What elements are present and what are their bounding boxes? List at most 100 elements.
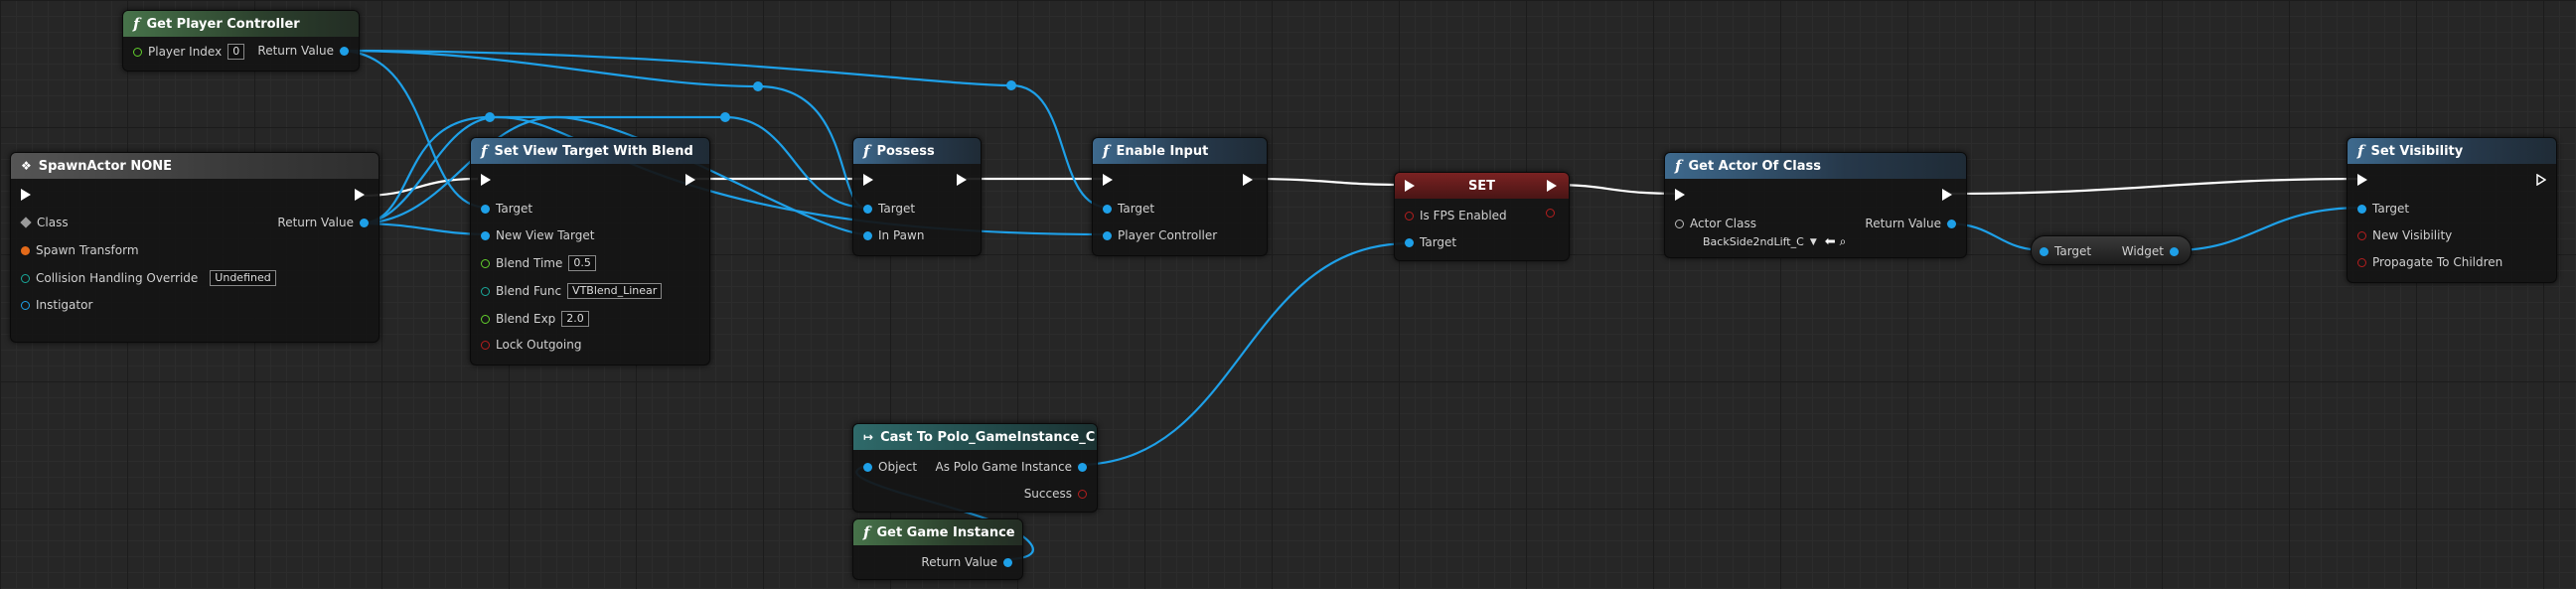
node-title: Get Player Controller: [146, 16, 300, 32]
target-pin[interactable]: Target: [481, 202, 538, 216]
actor-class-selector[interactable]: BackSide2ndLift_C ▼ ⬅⌕: [1703, 234, 1846, 249]
collision-handling-dropdown[interactable]: Undefined: [210, 270, 276, 286]
cast-to-game-instance-node[interactable]: ↦Cast To Polo_GameInstance_C Object As P…: [852, 423, 1098, 513]
spawn-transform-pin[interactable]: Spawn Transform: [21, 243, 145, 257]
enum-pin-icon: [481, 286, 490, 296]
node-header[interactable]: SET: [1395, 173, 1569, 199]
widget-pin[interactable]: Widget: [2116, 244, 2179, 258]
exec-in-pin[interactable]: [2357, 174, 2367, 186]
enum-pin-icon: [21, 273, 30, 283]
exec-out-pin[interactable]: [2536, 174, 2546, 186]
new-visibility-pin[interactable]: New Visibility: [2357, 228, 2458, 242]
blend-exp-input[interactable]: 2.0: [561, 311, 589, 327]
exec-in-pin[interactable]: [1405, 180, 1415, 192]
target-pin[interactable]: Target: [1405, 235, 1462, 249]
exec-wire: [1948, 177, 2362, 196]
reroute-knot: [1006, 80, 1016, 90]
cast-icon: ↦: [863, 430, 874, 444]
object-wire: [1076, 241, 1411, 467]
exec-out-pin[interactable]: [685, 174, 695, 186]
target-pin[interactable]: Target: [2357, 202, 2415, 216]
exec-wire: [1552, 183, 1680, 196]
widget-getter-node[interactable]: Target Widget: [2031, 235, 2192, 265]
node-title: SpawnActor NONE: [38, 158, 173, 174]
exec-pin-icon: [481, 174, 491, 186]
object-pin-icon: [1103, 204, 1112, 214]
node-header[interactable]: ❖SpawnActor NONE: [11, 153, 379, 179]
object-pin-icon: [2357, 204, 2366, 214]
node-title: Get Actor Of Class: [1688, 158, 1822, 174]
is-fps-enabled-pin[interactable]: Is FPS Enabled: [1405, 209, 1513, 222]
success-pin[interactable]: Success: [1018, 487, 1087, 501]
object-pin-icon: [2170, 246, 2179, 256]
as-game-instance-pin[interactable]: As Polo Game Instance: [930, 460, 1087, 474]
in-pawn-pin[interactable]: In Pawn: [863, 228, 930, 242]
actor-class-value: BackSide2ndLift_C: [1703, 235, 1804, 248]
return-value-pin[interactable]: Return Value: [271, 216, 369, 229]
new-view-target-pin[interactable]: New View Target: [481, 228, 600, 242]
exec-in-pin[interactable]: [21, 189, 31, 201]
exec-out-pin[interactable]: [1547, 180, 1557, 192]
target-pin[interactable]: Target: [2040, 244, 2097, 258]
exec-in-pin[interactable]: [1675, 189, 1685, 201]
exec-out-pin[interactable]: [355, 189, 365, 201]
return-value-pin[interactable]: Return Value: [1859, 217, 1956, 230]
blend-time-input[interactable]: 0.5: [568, 255, 596, 271]
return-value-pin[interactable]: Return Value: [251, 44, 349, 58]
target-pin[interactable]: Target: [1103, 202, 1160, 216]
actor-class-pin[interactable]: Actor Class: [1675, 217, 1762, 230]
exec-pin-icon: [1547, 180, 1557, 192]
target-pin[interactable]: Target: [863, 202, 921, 216]
exec-in-pin[interactable]: [1103, 174, 1113, 186]
bool-pin-icon: [2357, 257, 2366, 267]
player-index-input[interactable]: 0: [227, 44, 245, 60]
exec-out-pin[interactable]: [957, 174, 967, 186]
float-pin-icon: [481, 314, 490, 324]
exec-out-pin[interactable]: [1243, 174, 1253, 186]
propagate-to-children-pin[interactable]: Propagate To Children: [2357, 255, 2508, 269]
spawn-actor-node[interactable]: ❖SpawnActor NONE Class Return Value Spaw…: [10, 152, 379, 343]
player-controller-pin[interactable]: Player Controller: [1103, 228, 1223, 242]
is-fps-enabled-out-pin[interactable]: [1546, 209, 1555, 218]
object-pin[interactable]: Object: [863, 460, 923, 474]
chevron-down-icon[interactable]: ▼: [1809, 236, 1817, 247]
exec-pin-icon: [1405, 180, 1415, 192]
lock-outgoing-pin[interactable]: Lock Outgoing: [481, 338, 587, 352]
object-pin-icon: [1947, 219, 1956, 228]
exec-in-pin[interactable]: [863, 174, 873, 186]
return-value-pin[interactable]: Return Value: [915, 555, 1012, 569]
object-pin-icon: [1003, 557, 1012, 567]
exec-out-pin[interactable]: [1942, 189, 1952, 201]
set-variable-node[interactable]: SET Is FPS Enabled Target: [1394, 172, 1570, 261]
class-pin[interactable]: Class: [20, 216, 75, 229]
node-header[interactable]: ↦Cast To Polo_GameInstance_C: [853, 424, 1097, 450]
exec-in-pin[interactable]: [481, 174, 491, 186]
object-pin-icon: [340, 46, 349, 56]
object-pin-icon: [1103, 230, 1112, 240]
blend-func-dropdown[interactable]: VTBlend_Linear: [567, 283, 663, 299]
use-selected-arrow-icon[interactable]: ⬅: [1824, 234, 1836, 249]
search-icon[interactable]: ⌕: [1839, 234, 1847, 248]
function-icon: f: [863, 142, 870, 160]
instigator-pin[interactable]: Instigator: [21, 298, 98, 312]
